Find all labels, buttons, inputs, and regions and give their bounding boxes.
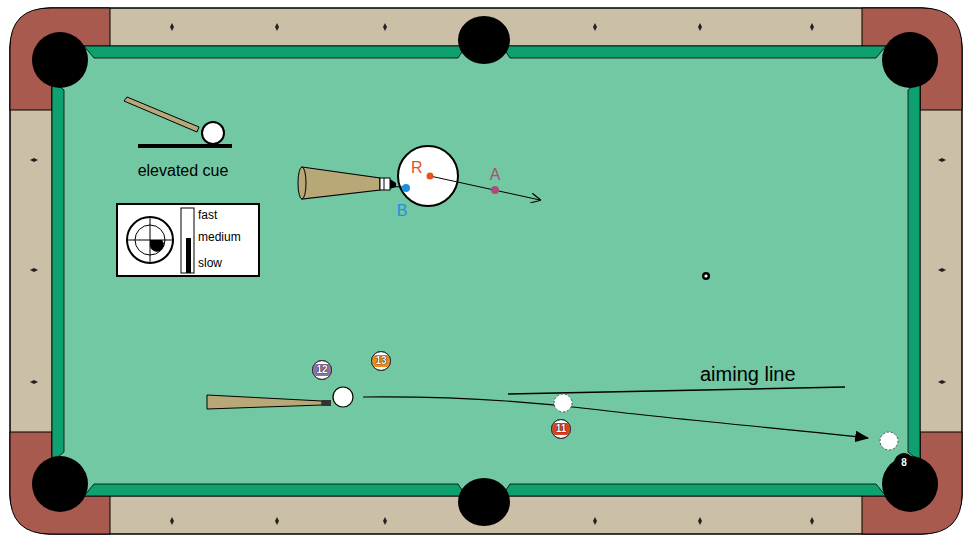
icon-caption: elevated cue [138, 163, 229, 179]
corner-caps [10, 8, 962, 534]
speed-label: slow [198, 257, 222, 269]
ball-number: 8 [901, 458, 907, 468]
shot-illustration [207, 387, 898, 450]
felt [52, 46, 920, 496]
ball-number: 12 [316, 365, 327, 375]
line-label: aiming line [700, 364, 796, 384]
point-label: R [411, 160, 423, 176]
spot-marker [702, 272, 710, 280]
tip-contact-detail [298, 146, 540, 206]
object-ball: 13 [371, 351, 391, 371]
speed-label: medium [198, 231, 241, 243]
speed-label: fast [198, 209, 217, 221]
cue-ball-closeup: R [398, 146, 458, 206]
point-label: A [490, 167, 501, 183]
speed-indicator [117, 204, 259, 276]
object-ball: 12 [312, 360, 332, 380]
object-ball: 11 [551, 419, 571, 439]
point-label: B [397, 203, 408, 219]
ball-number: 11 [556, 424, 567, 434]
speed-legend-box: fast medium slow [117, 204, 259, 276]
object-ball: 8 [894, 453, 914, 473]
pockets [32, 16, 938, 526]
elevated-cue-icon [124, 97, 232, 146]
cushions [52, 46, 920, 496]
table-rail [10, 8, 962, 534]
ball-number: 13 [375, 356, 386, 366]
rail-diamonds [30, 23, 946, 525]
